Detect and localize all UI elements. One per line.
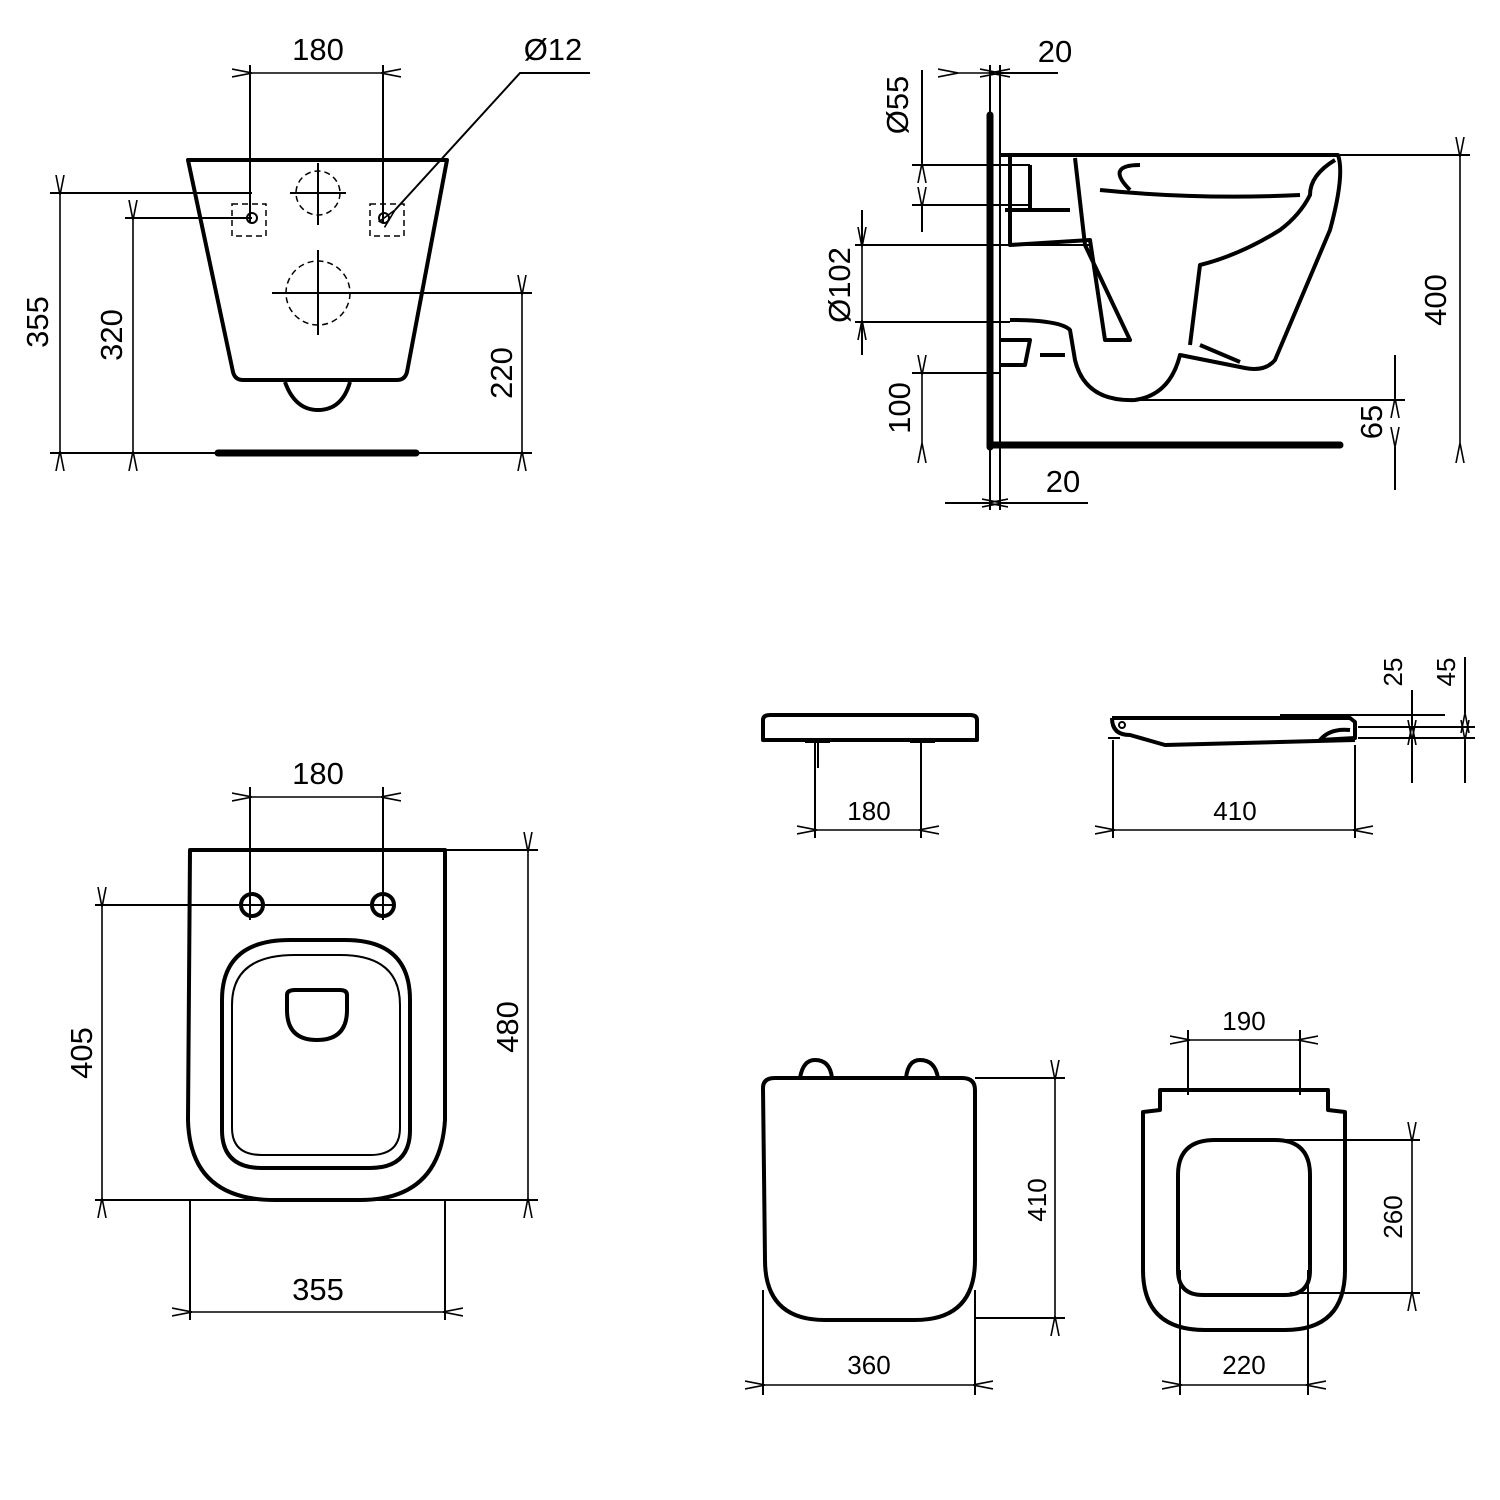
dim-seat-width: 360 <box>847 1350 890 1380</box>
top-view: 180 405 480 355 <box>64 756 538 1320</box>
seat-opening <box>1176 1138 1312 1297</box>
dim-height: 400 <box>1418 274 1453 326</box>
seat-ring-outline <box>1141 1088 1347 1332</box>
dim-hinge-spacing: 190 <box>1222 1006 1265 1036</box>
dim-opening-length: 260 <box>1378 1195 1408 1238</box>
fixing-hole-left <box>231 203 267 237</box>
dim-floor-gap: 65 <box>1354 405 1389 439</box>
dim-outlet-height: 100 <box>882 382 917 434</box>
dim-pin-spacing: 180 <box>847 796 890 826</box>
dim-seat-length: 410 <box>1213 796 1256 826</box>
dim-wall-top: 20 <box>1038 34 1072 69</box>
dim-total-thickness: 45 <box>1431 658 1461 687</box>
dim-depth: 480 <box>490 1001 525 1053</box>
dim-outlet-diameter: Ø102 <box>822 247 857 323</box>
dim-height-total: 355 <box>20 296 55 348</box>
seat-front-profile <box>761 713 979 742</box>
dim-hole-diameter: Ø12 <box>524 32 583 67</box>
dim-height-fixing: 320 <box>94 309 129 361</box>
dim-wall-bottom: 20 <box>1046 464 1080 499</box>
dim-height-outlet: 220 <box>484 347 519 399</box>
dim-depth-holes: 405 <box>64 1027 99 1079</box>
seat-lid-outline <box>761 1076 977 1322</box>
seat-top-views: 410 360 190 260 220 <box>763 1006 1420 1395</box>
front-view: 180 Ø12 355 320 220 <box>20 32 590 453</box>
dim-seat-thickness: 25 <box>1378 658 1408 687</box>
dim-opening-width: 220 <box>1222 1350 1265 1380</box>
side-view: 20 Ø55 Ø102 100 400 65 20 <box>822 34 1470 510</box>
fixing-hole-right <box>369 203 405 237</box>
seat-side-profile <box>1110 716 1357 747</box>
bowl-outline <box>186 158 449 382</box>
seat-outline <box>220 938 412 1170</box>
dim-seat-length: 410 <box>1022 1178 1052 1221</box>
dim-width: 355 <box>292 1272 344 1307</box>
dim-holes-spacing: 180 <box>292 32 344 67</box>
seat-side-views: 180 410 25 45 <box>761 657 1475 838</box>
dim-holes-spacing: 180 <box>292 756 344 791</box>
bowl-profile <box>1000 153 1343 403</box>
bowl-opening <box>285 988 349 1042</box>
dim-inlet-diameter: Ø55 <box>880 76 915 135</box>
bowl-bottom-bump <box>283 381 352 412</box>
